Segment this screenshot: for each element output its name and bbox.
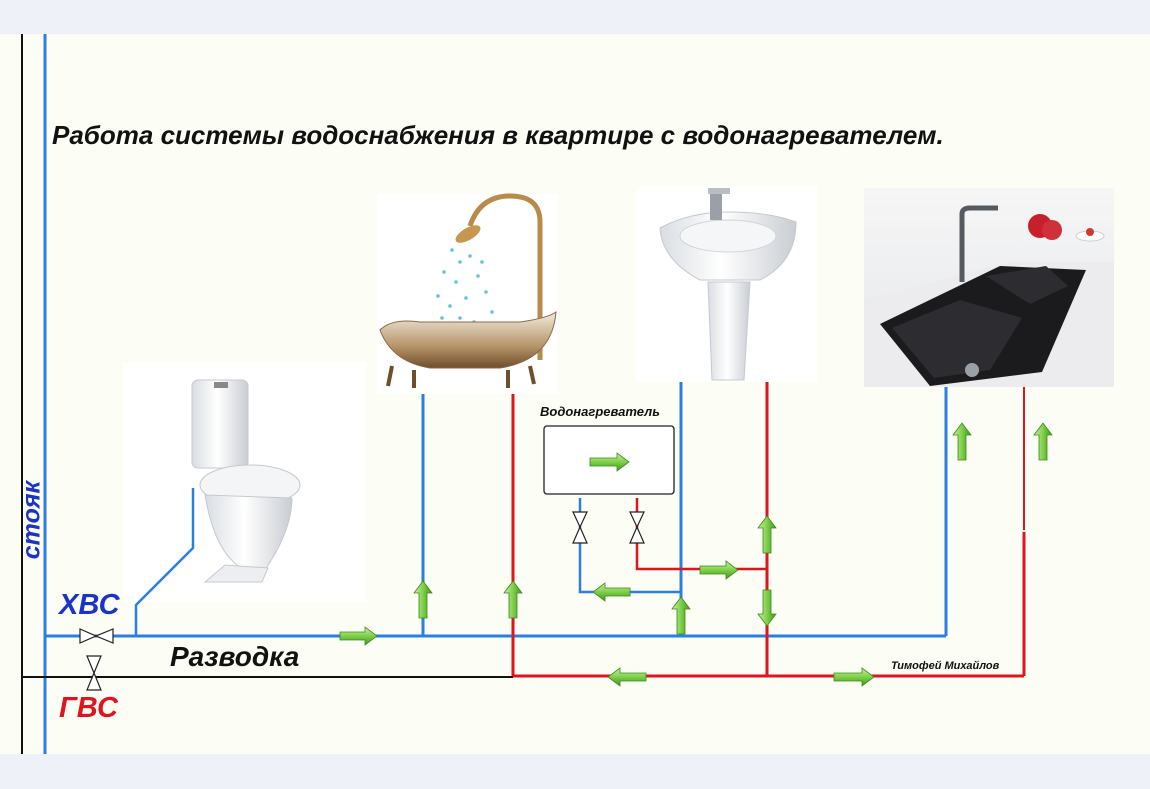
flow-arrow-right (339, 626, 378, 646)
flow-arrow-up (1033, 422, 1053, 461)
water-heater-label: Водонагреватель (540, 404, 660, 419)
heater-hot-valve (629, 511, 645, 544)
toilet-picture (123, 362, 366, 602)
flow-arrow-right (833, 667, 875, 687)
hot-water-valve (86, 655, 102, 691)
heater-cold-valve (572, 511, 588, 544)
flow-arrow-up (952, 422, 972, 461)
cold-water-label: ХВС (59, 589, 120, 621)
flow-arrow-left (592, 582, 631, 602)
flow-arrow-right (699, 560, 739, 580)
flow-arrow-up (413, 580, 433, 619)
distribution-label: Разводка (170, 641, 300, 672)
flow-arrow-right (589, 452, 630, 472)
hot-water-label: ГВС (59, 692, 118, 724)
cold-water-valve (79, 628, 114, 644)
flow-arrow-down (757, 589, 777, 627)
bathtub-with-shower-picture (377, 193, 558, 394)
diagram-title: Работа системы водоснабжения в квартире … (52, 120, 944, 150)
author-label: Тимофей Михайлов (891, 660, 1000, 672)
flow-arrows (339, 422, 1053, 687)
washbasin-picture (636, 186, 817, 382)
flow-arrow-left (607, 667, 647, 687)
flow-arrow-up (503, 580, 523, 619)
kitchen-sink-picture (864, 188, 1114, 387)
cold-water-pipes (43, 34, 948, 754)
riser-label: стояк (17, 480, 46, 560)
flow-arrow-up (671, 596, 691, 635)
flow-arrow-up (757, 515, 777, 554)
